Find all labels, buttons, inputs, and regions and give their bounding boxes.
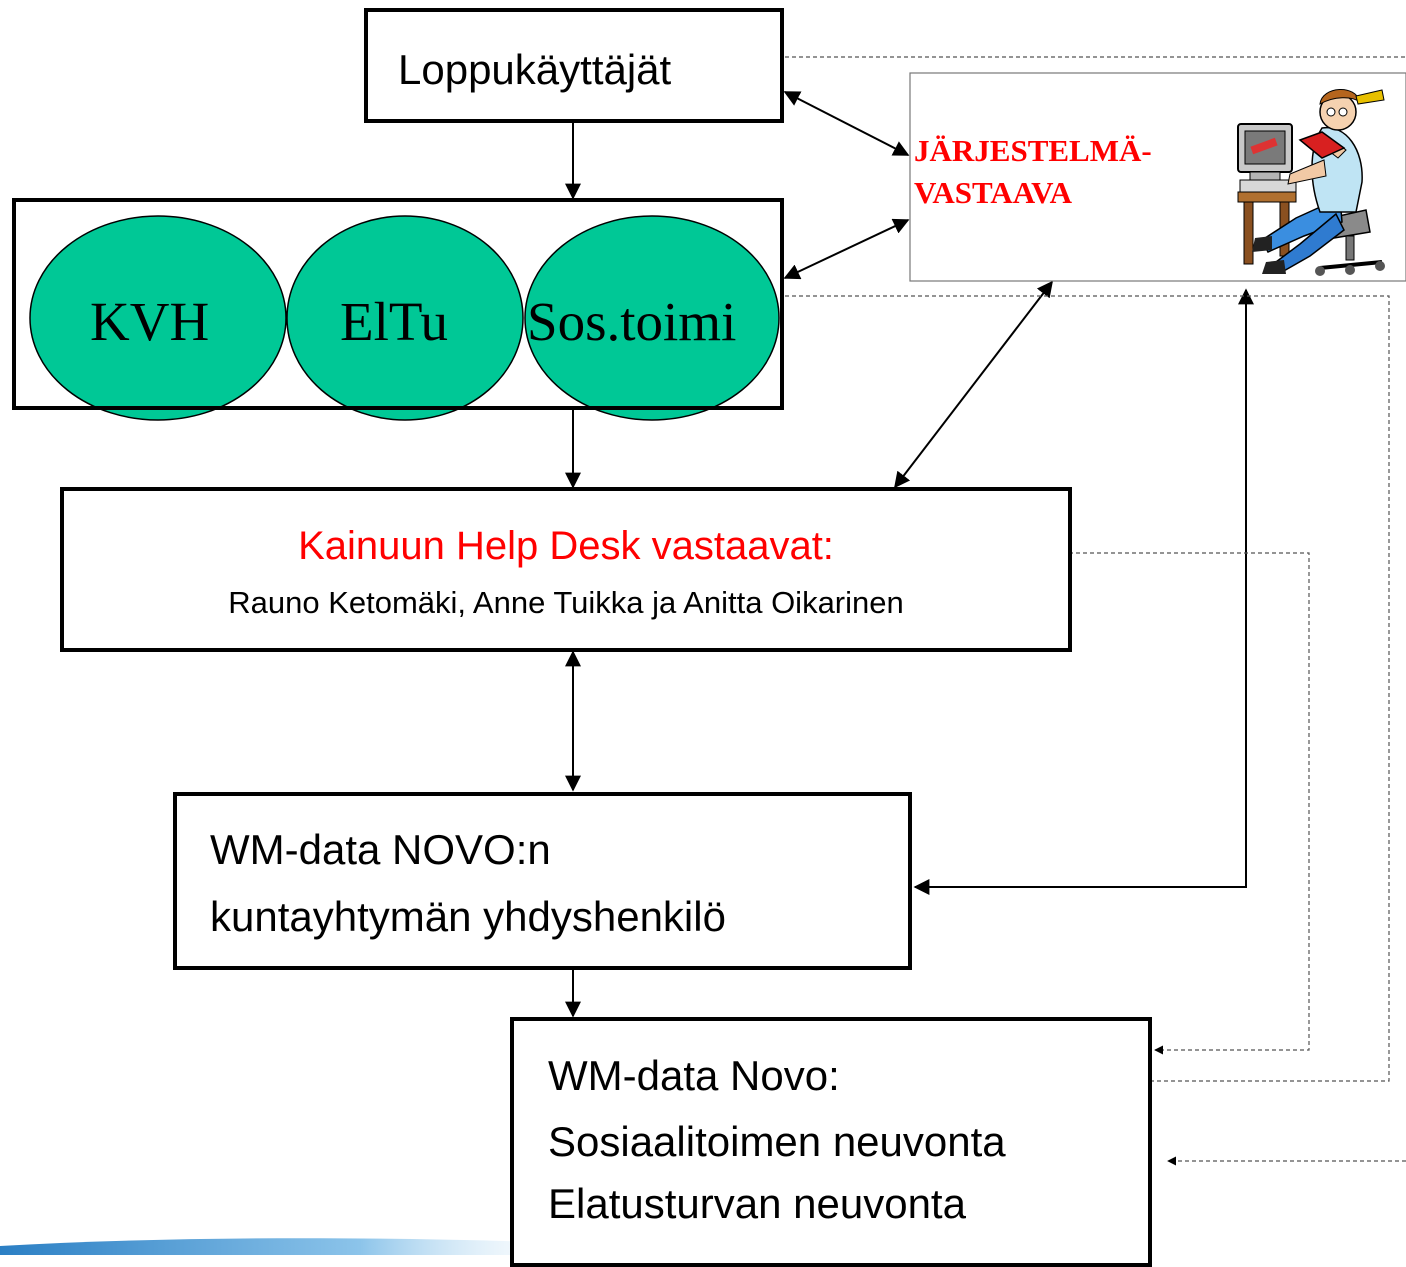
novo-support-line1: WM-data Novo: <box>548 1052 840 1099</box>
arrow-admin-to-contact <box>913 288 1254 895</box>
novo-support-line2: Sosiaalitoimen neuvonta <box>548 1118 1006 1165</box>
person-at-computer-illustration <box>1237 89 1385 276</box>
unit-ellipse-sostoimi <box>524 215 780 421</box>
novo-contact-box <box>173 792 912 970</box>
unit-label-sostoimi: Sos.toimi <box>527 291 737 352</box>
helpdesk-names: Rauno Ketomäki, Anne Tuikka ja Anitta Oi… <box>228 585 904 620</box>
admin-label-line2: VASTAAVA <box>914 175 1072 210</box>
end-users-box <box>364 8 784 123</box>
unit-label-kvh: KVH <box>90 291 210 352</box>
helpdesk-box <box>60 487 1072 652</box>
helpdesk-title: Kainuun Help Desk vastaavat: <box>298 524 834 568</box>
dashed-line-helpdesk-to-support <box>1055 552 1310 1055</box>
arrow-endusers-admin <box>783 91 910 156</box>
org-units-box <box>12 198 784 410</box>
novo-contact-line1: WM-data NOVO:n <box>210 826 551 873</box>
arrow-units-admin <box>783 218 910 280</box>
admin-label-line1: JÄRJESTELMÄ- <box>914 133 1152 168</box>
unit-ellipse-kvh <box>29 215 287 421</box>
arrow-admin-helpdesk <box>894 280 1053 489</box>
unit-ellipse-eltu <box>286 215 524 421</box>
dashed-line-units-to-support <box>785 295 1390 1086</box>
novo-support-line3: Elatusturvan neuvonta <box>548 1180 966 1227</box>
unit-label-eltu: ElTu <box>340 291 449 352</box>
novo-support-box <box>510 1017 1152 1267</box>
end-users-label: Loppukäyttäjät <box>398 46 672 93</box>
novo-contact-line2: kuntayhtymän yhdyshenkilö <box>210 893 726 940</box>
bottom-wave-decoration <box>0 1238 600 1255</box>
